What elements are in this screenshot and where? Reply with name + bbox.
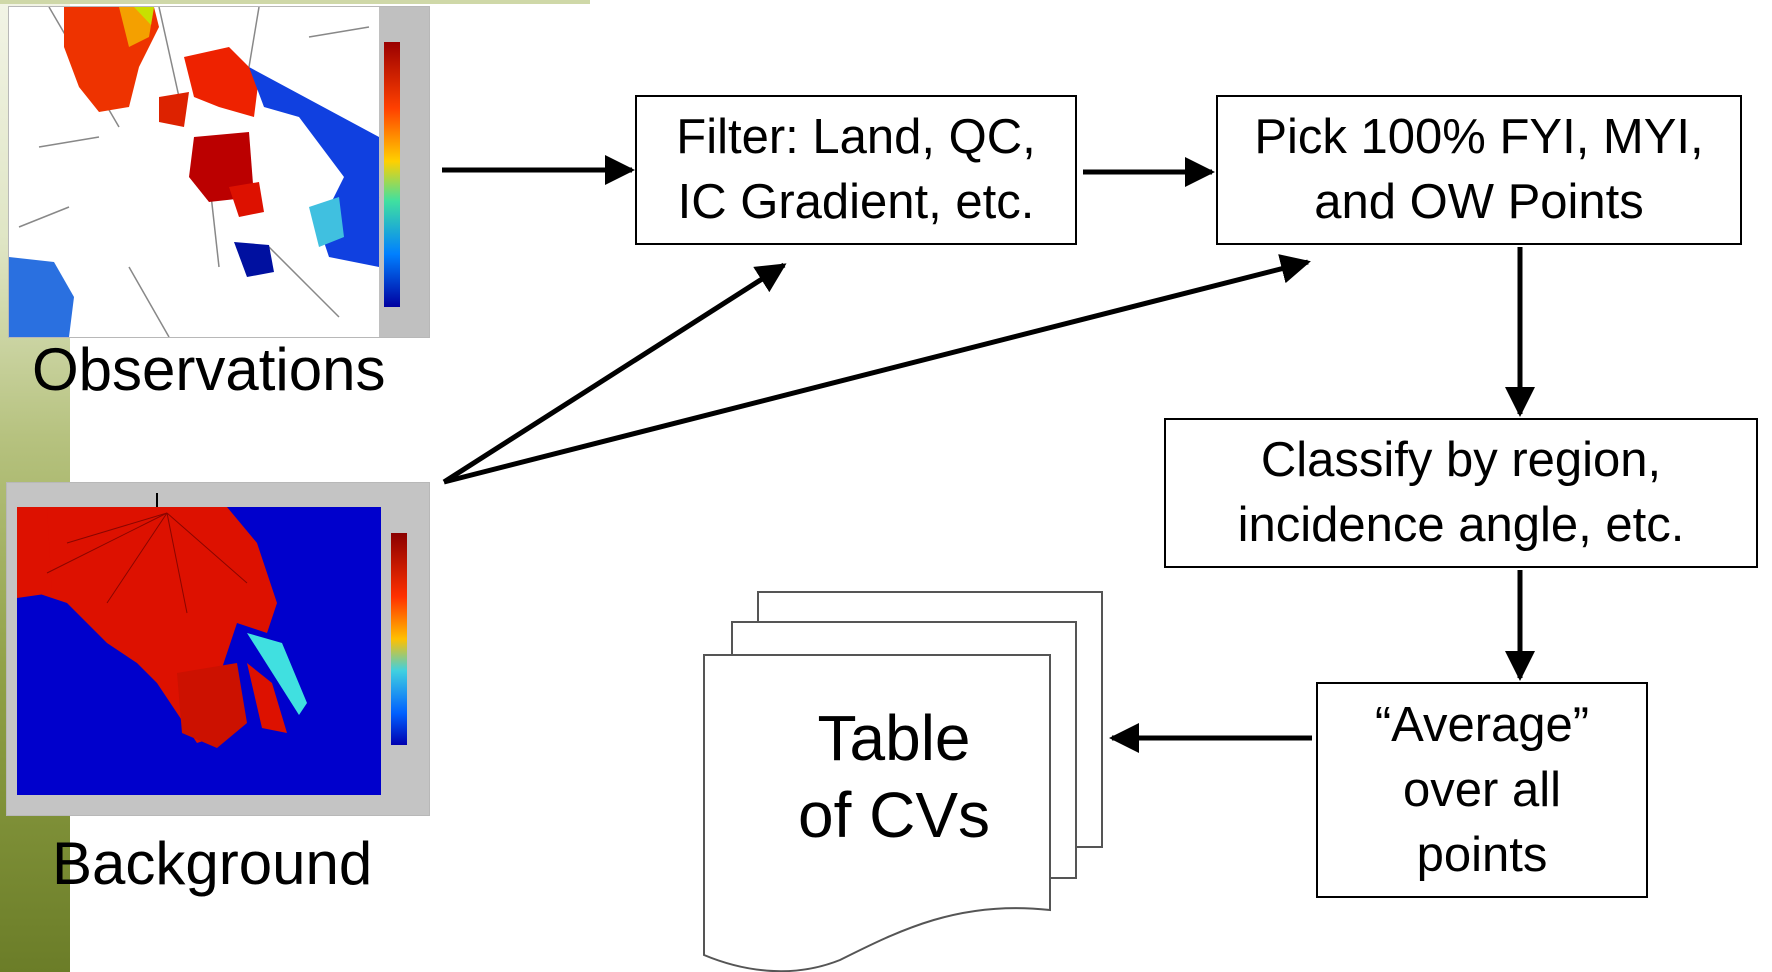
observations-label: Observations <box>32 336 386 403</box>
background-label: Background <box>52 830 373 897</box>
arrow-background-to-pick <box>443 254 1311 485</box>
classify-step-line-2: incidence angle, etc. <box>1237 498 1685 552</box>
background-map-image <box>6 482 430 816</box>
average-step-line-3: points <box>1416 827 1548 882</box>
pick-step-line-2: and OW Points <box>1314 175 1644 229</box>
pick-step-line-1: Pick 100% FYI, MYI, <box>1254 110 1704 164</box>
filter-step-line-2: IC Gradient, etc. <box>677 175 1035 229</box>
arrow-background-to-filter <box>442 262 787 485</box>
decorative-top-strip <box>0 0 590 4</box>
classify-step-box: Classify by region, incidence angle, etc… <box>1164 418 1758 568</box>
pick-points-step-box: Pick 100% FYI, MYI, and OW Points <box>1216 95 1742 245</box>
average-step-line-2: over all <box>1403 762 1561 817</box>
table-of-cvs-label: Table of CVs <box>704 700 1084 854</box>
filter-step-box: Filter: Land, QC, IC Gradient, etc. <box>635 95 1077 245</box>
table-of-cvs-document-stack <box>703 591 1103 972</box>
average-step-line-1: “Average” <box>1374 697 1590 752</box>
table-of-cvs-line-2: of CVs <box>797 779 991 851</box>
table-of-cvs-line-1: Table <box>817 702 971 774</box>
observations-map-image <box>8 6 430 338</box>
average-step-box: “Average” over all points <box>1316 682 1648 898</box>
classify-step-line-1: Classify by region, <box>1260 433 1662 487</box>
filter-step-line-1: Filter: Land, QC, <box>676 110 1036 164</box>
